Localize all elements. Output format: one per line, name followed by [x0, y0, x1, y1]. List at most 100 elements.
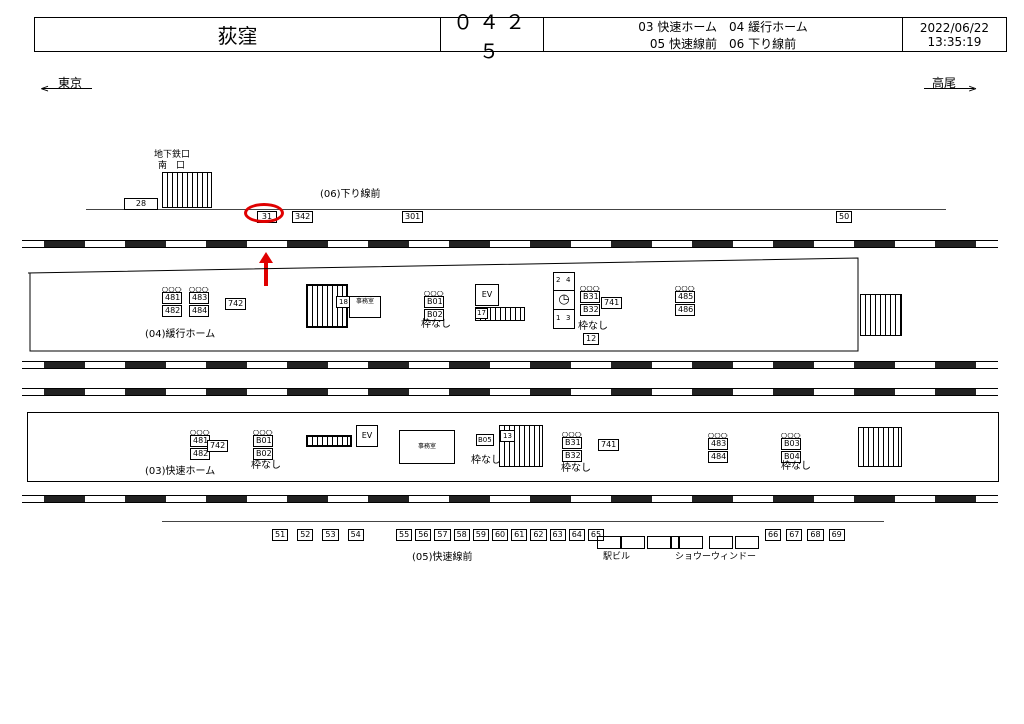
no-frame-label: 枠なし	[561, 463, 591, 474]
line-label-06: (06)下り線前	[320, 189, 381, 200]
no-frame-label: 枠なし	[578, 321, 608, 332]
clock-icon: ◷	[554, 290, 574, 310]
box-741: 741	[601, 297, 623, 309]
clock-num: 4	[566, 276, 571, 284]
box-58: 58	[453, 529, 470, 541]
box-68: 68	[807, 529, 824, 541]
arrow-right-icon	[924, 88, 974, 89]
box-54: 54	[347, 529, 364, 541]
platform-03-end-stairs	[858, 427, 902, 467]
platform-list: 03 快速ホーム 04 緩行ホーム 05 快速線前 06 下り線前	[543, 17, 903, 52]
box-50: 50	[836, 211, 853, 223]
box-56: 56	[415, 529, 432, 541]
platform-03-outline	[27, 412, 999, 482]
escalator	[306, 435, 352, 447]
box-28: 28	[124, 198, 158, 210]
office-04: 事務室	[349, 296, 381, 318]
stop-482: 482	[190, 448, 210, 460]
date: 2022/06/22	[919, 20, 990, 35]
highlight-arrow-icon	[264, 262, 268, 286]
platform-edge-line	[86, 209, 946, 210]
no-frame-label: 枠なし	[781, 461, 811, 472]
stop-481: 481	[162, 292, 182, 304]
box-12: 12	[583, 333, 600, 345]
box-742: 742	[207, 440, 229, 452]
stop-b32: B32	[580, 304, 600, 316]
stair-num: 13	[500, 430, 515, 442]
stop-486: 486	[675, 304, 695, 316]
track-05	[22, 495, 998, 503]
station-building-label: 駅ビル	[603, 552, 631, 562]
box-65: 65	[587, 529, 605, 541]
stop-b01: B01	[253, 435, 273, 447]
platform-04-outline	[28, 257, 859, 352]
platform-03-label: (03)快速ホーム	[145, 466, 216, 477]
box-53: 53	[322, 529, 339, 541]
stop-b31: B31	[562, 437, 582, 449]
box-301: 301	[402, 211, 424, 223]
box-63: 63	[549, 529, 566, 541]
track-04	[22, 361, 998, 369]
stop-484: 484	[189, 305, 209, 317]
exit-label: 地下鉄口	[154, 150, 191, 160]
clock-num: 3	[566, 314, 571, 322]
stop-484: 484	[708, 451, 728, 463]
no-frame-label: 枠なし	[471, 455, 501, 466]
box-342: 342	[292, 211, 314, 223]
stop-b03: B03	[781, 438, 801, 450]
arrow-left-head-icon: <	[40, 82, 50, 95]
office-03: 事務室	[399, 430, 455, 464]
stop-b01: B01	[424, 296, 444, 308]
track-06	[22, 240, 998, 248]
exit-label-south: 南 口	[158, 161, 186, 171]
platform-04-label: (04)緩行ホーム	[145, 329, 216, 340]
stop-b31: B31	[580, 291, 600, 303]
station-code: ０４２５	[440, 10, 544, 63]
station-building-frames	[597, 536, 759, 549]
stop-b04: B04	[781, 451, 801, 463]
box-66: 66	[765, 529, 782, 541]
arrow-head-icon	[259, 252, 273, 263]
elevator-03: EV	[356, 425, 378, 447]
arrow-right-head-icon: >	[968, 82, 978, 95]
box-64: 64	[568, 529, 585, 541]
stop-483: 483	[708, 438, 728, 450]
direction-left-label: 東京	[58, 76, 83, 90]
track-03	[22, 388, 998, 396]
line-label-05: (05)快速線前	[412, 552, 473, 563]
no-frame-label: 枠なし	[251, 460, 281, 471]
station-name: 荻窪	[34, 17, 441, 52]
box-741: 741	[598, 439, 620, 451]
platform-04-end-stairs	[860, 294, 902, 336]
elevator-04: EV	[475, 284, 499, 306]
direction-right-label: 高尾	[932, 76, 957, 90]
time: 13:35:19	[927, 34, 982, 49]
box-59: 59	[472, 529, 489, 541]
arrow-left-icon	[42, 88, 92, 89]
box-62: 62	[530, 529, 547, 541]
platform-line1: 03 快速ホーム 04 緩行ホーム	[638, 19, 808, 34]
box-57: 57	[434, 529, 451, 541]
exit-stairs	[162, 172, 212, 208]
clock-pillar: 2 4 ◷ 1 3	[553, 272, 575, 329]
clock-num: 1	[556, 314, 561, 322]
stop-b05: B05	[476, 434, 494, 446]
no-frame-label: 枠なし	[421, 319, 451, 330]
esc-num: 17	[475, 308, 488, 319]
box-69: 69	[828, 529, 845, 541]
box-55: 55	[396, 529, 413, 541]
platform-line2: 05 快速線前 06 下り線前	[649, 36, 797, 51]
box-67: 67	[786, 529, 803, 541]
boxes-66-69: 66 67 68 69	[765, 529, 845, 541]
box-61: 61	[511, 529, 528, 541]
stop-b02: B02	[253, 448, 273, 460]
